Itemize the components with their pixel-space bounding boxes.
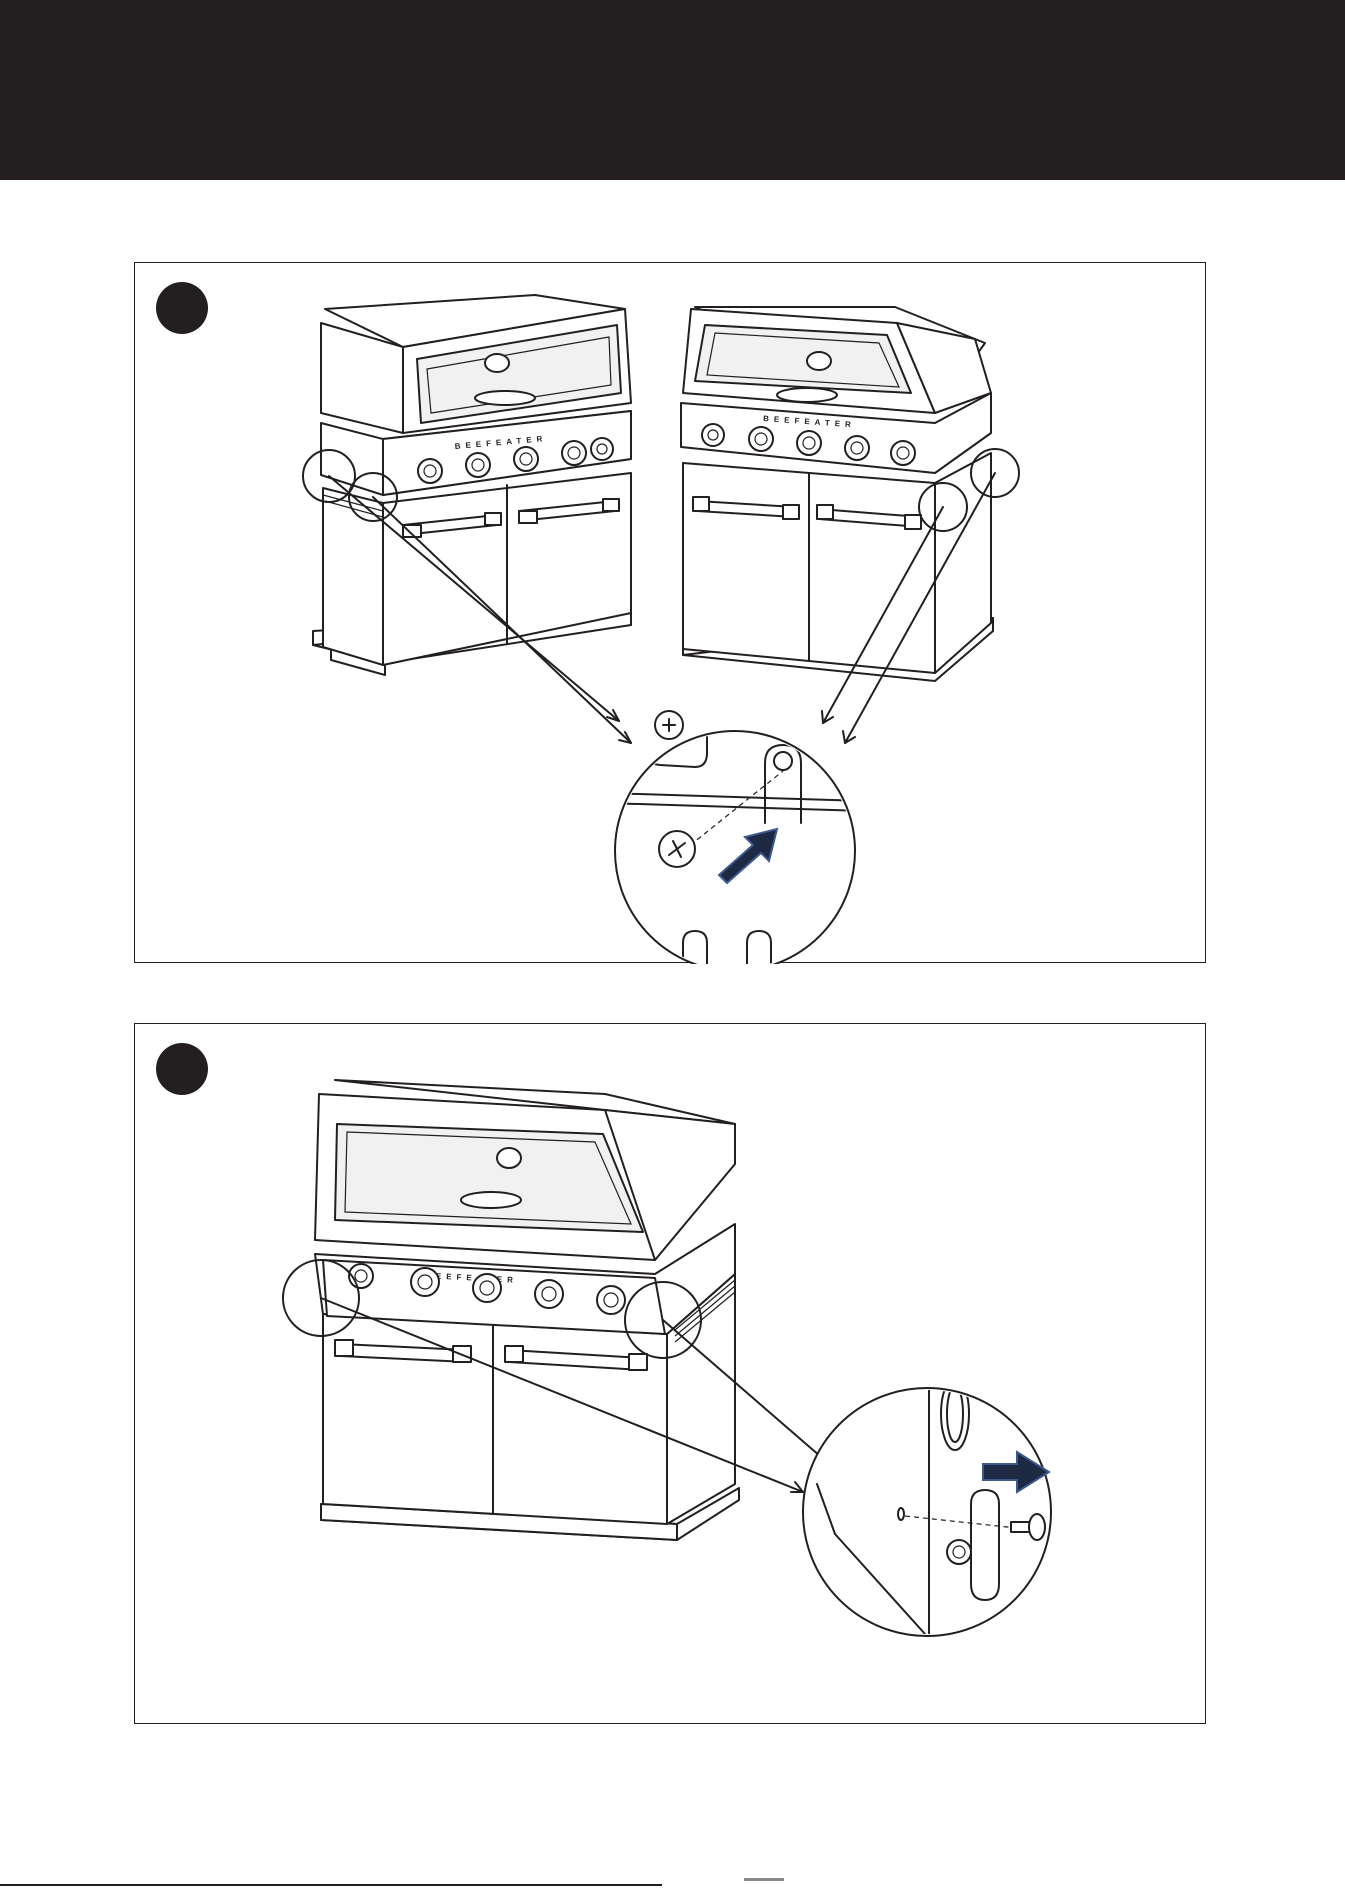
step-panel-2: BEEFEATER [134,1023,1206,1724]
detail-magnifier-2 [803,1378,1051,1644]
bbq-front-view: BEEFEATER [315,1080,739,1540]
phillips-screw-icon [659,831,695,867]
footer-rule [0,1884,662,1886]
footer-mark [744,1878,784,1881]
bbq-right-view: BEEFEATER [681,307,993,681]
step-2-illustration: BEEFEATER [135,1024,1207,1725]
phillips-screw-icon [655,711,683,739]
step-1-illustration: BEEFEATER [135,263,1207,964]
header-band [0,0,1345,180]
step-panel-1: BEEFEATER [134,262,1206,963]
detail-magnifier-1 [605,711,865,964]
bbq-left-view: BEEFEATER [313,295,631,675]
